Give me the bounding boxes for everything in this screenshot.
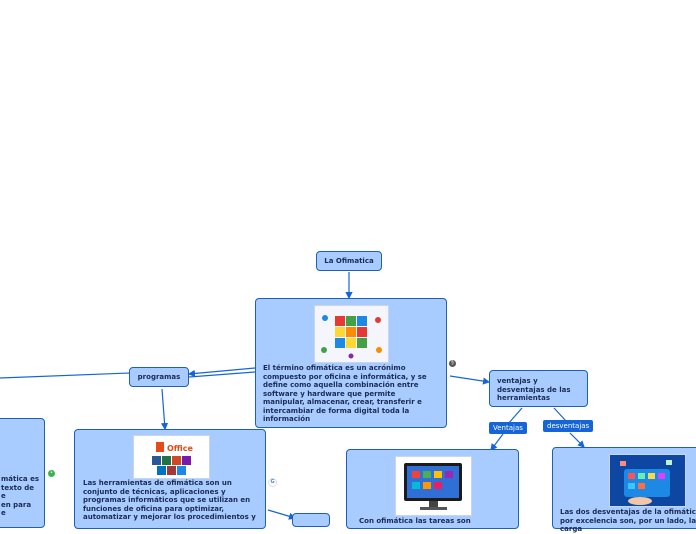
programas-label: programas <box>137 372 181 381</box>
rubik-cube-image <box>314 305 389 363</box>
left-partial-node[interactable]: mática es texto de e en para e <box>0 418 45 528</box>
link-desventajas-tag <box>553 407 567 422</box>
connector-lines <box>0 272 585 520</box>
desventajas-node[interactable]: Las dos desventajas de la ofimática por … <box>552 447 696 533</box>
left-line: texto de <box>1 483 34 492</box>
link-herramientas-next <box>267 509 297 520</box>
tag-desventajas[interactable]: desventajas <box>543 420 594 432</box>
tablet-apps-image <box>609 454 686 507</box>
ventajas-text: Con ofimática las tareas son <box>359 517 471 525</box>
ventajas-node[interactable]: Con ofimática las tareas son <box>346 449 519 529</box>
herramientas-node[interactable]: Office Las herramientas de ofimática son… <box>74 429 266 529</box>
link-tag-ventajas-node <box>490 433 504 451</box>
google-marker-icon[interactable]: G <box>268 478 277 487</box>
link-marker-icon[interactable]: § <box>449 360 456 367</box>
link-programas-left <box>0 372 131 379</box>
desventajas-text: Las dos desventajas de la ofimática por … <box>560 508 696 533</box>
ventajas-desventajas-node[interactable]: ventajas y desventajas de las herramient… <box>489 370 588 407</box>
link-ventajas-tag <box>507 407 523 425</box>
link-tag-desventajas-node <box>569 432 585 448</box>
programas-node[interactable]: programas <box>129 367 189 387</box>
root-node[interactable]: La Ofimatica <box>316 251 382 271</box>
herramientas-text: Las herramientas de ofimática son un con… <box>83 479 256 521</box>
central-node[interactable]: El término ofimática es un acrónimo comp… <box>255 298 447 428</box>
partial-bottom-node[interactable] <box>292 513 330 527</box>
tag-ventajas[interactable]: Ventajas <box>489 422 527 434</box>
left-line: mática es <box>1 475 39 483</box>
left-line: en para <box>1 500 32 509</box>
left-line: e <box>1 509 6 517</box>
ventajas-desventajas-label: ventajas y desventajas de las herramient… <box>497 377 571 402</box>
link-central-programas-2 <box>188 371 256 378</box>
link-programas-herramientas <box>160 388 169 431</box>
central-text: El término ofimática es un acrónimo comp… <box>263 364 427 423</box>
office-suite-image: Office <box>133 435 210 479</box>
link-central-ventajas <box>449 375 491 385</box>
computer-monitor-image <box>395 456 472 516</box>
svg-text:Office: Office <box>167 444 193 453</box>
root-title: La Ofimatica <box>324 256 374 265</box>
left-partial-text: mática es texto de e en para e <box>1 475 39 518</box>
left-line: e <box>1 492 6 500</box>
green-marker-icon[interactable]: • <box>48 470 55 477</box>
link-central-programas <box>187 367 256 378</box>
